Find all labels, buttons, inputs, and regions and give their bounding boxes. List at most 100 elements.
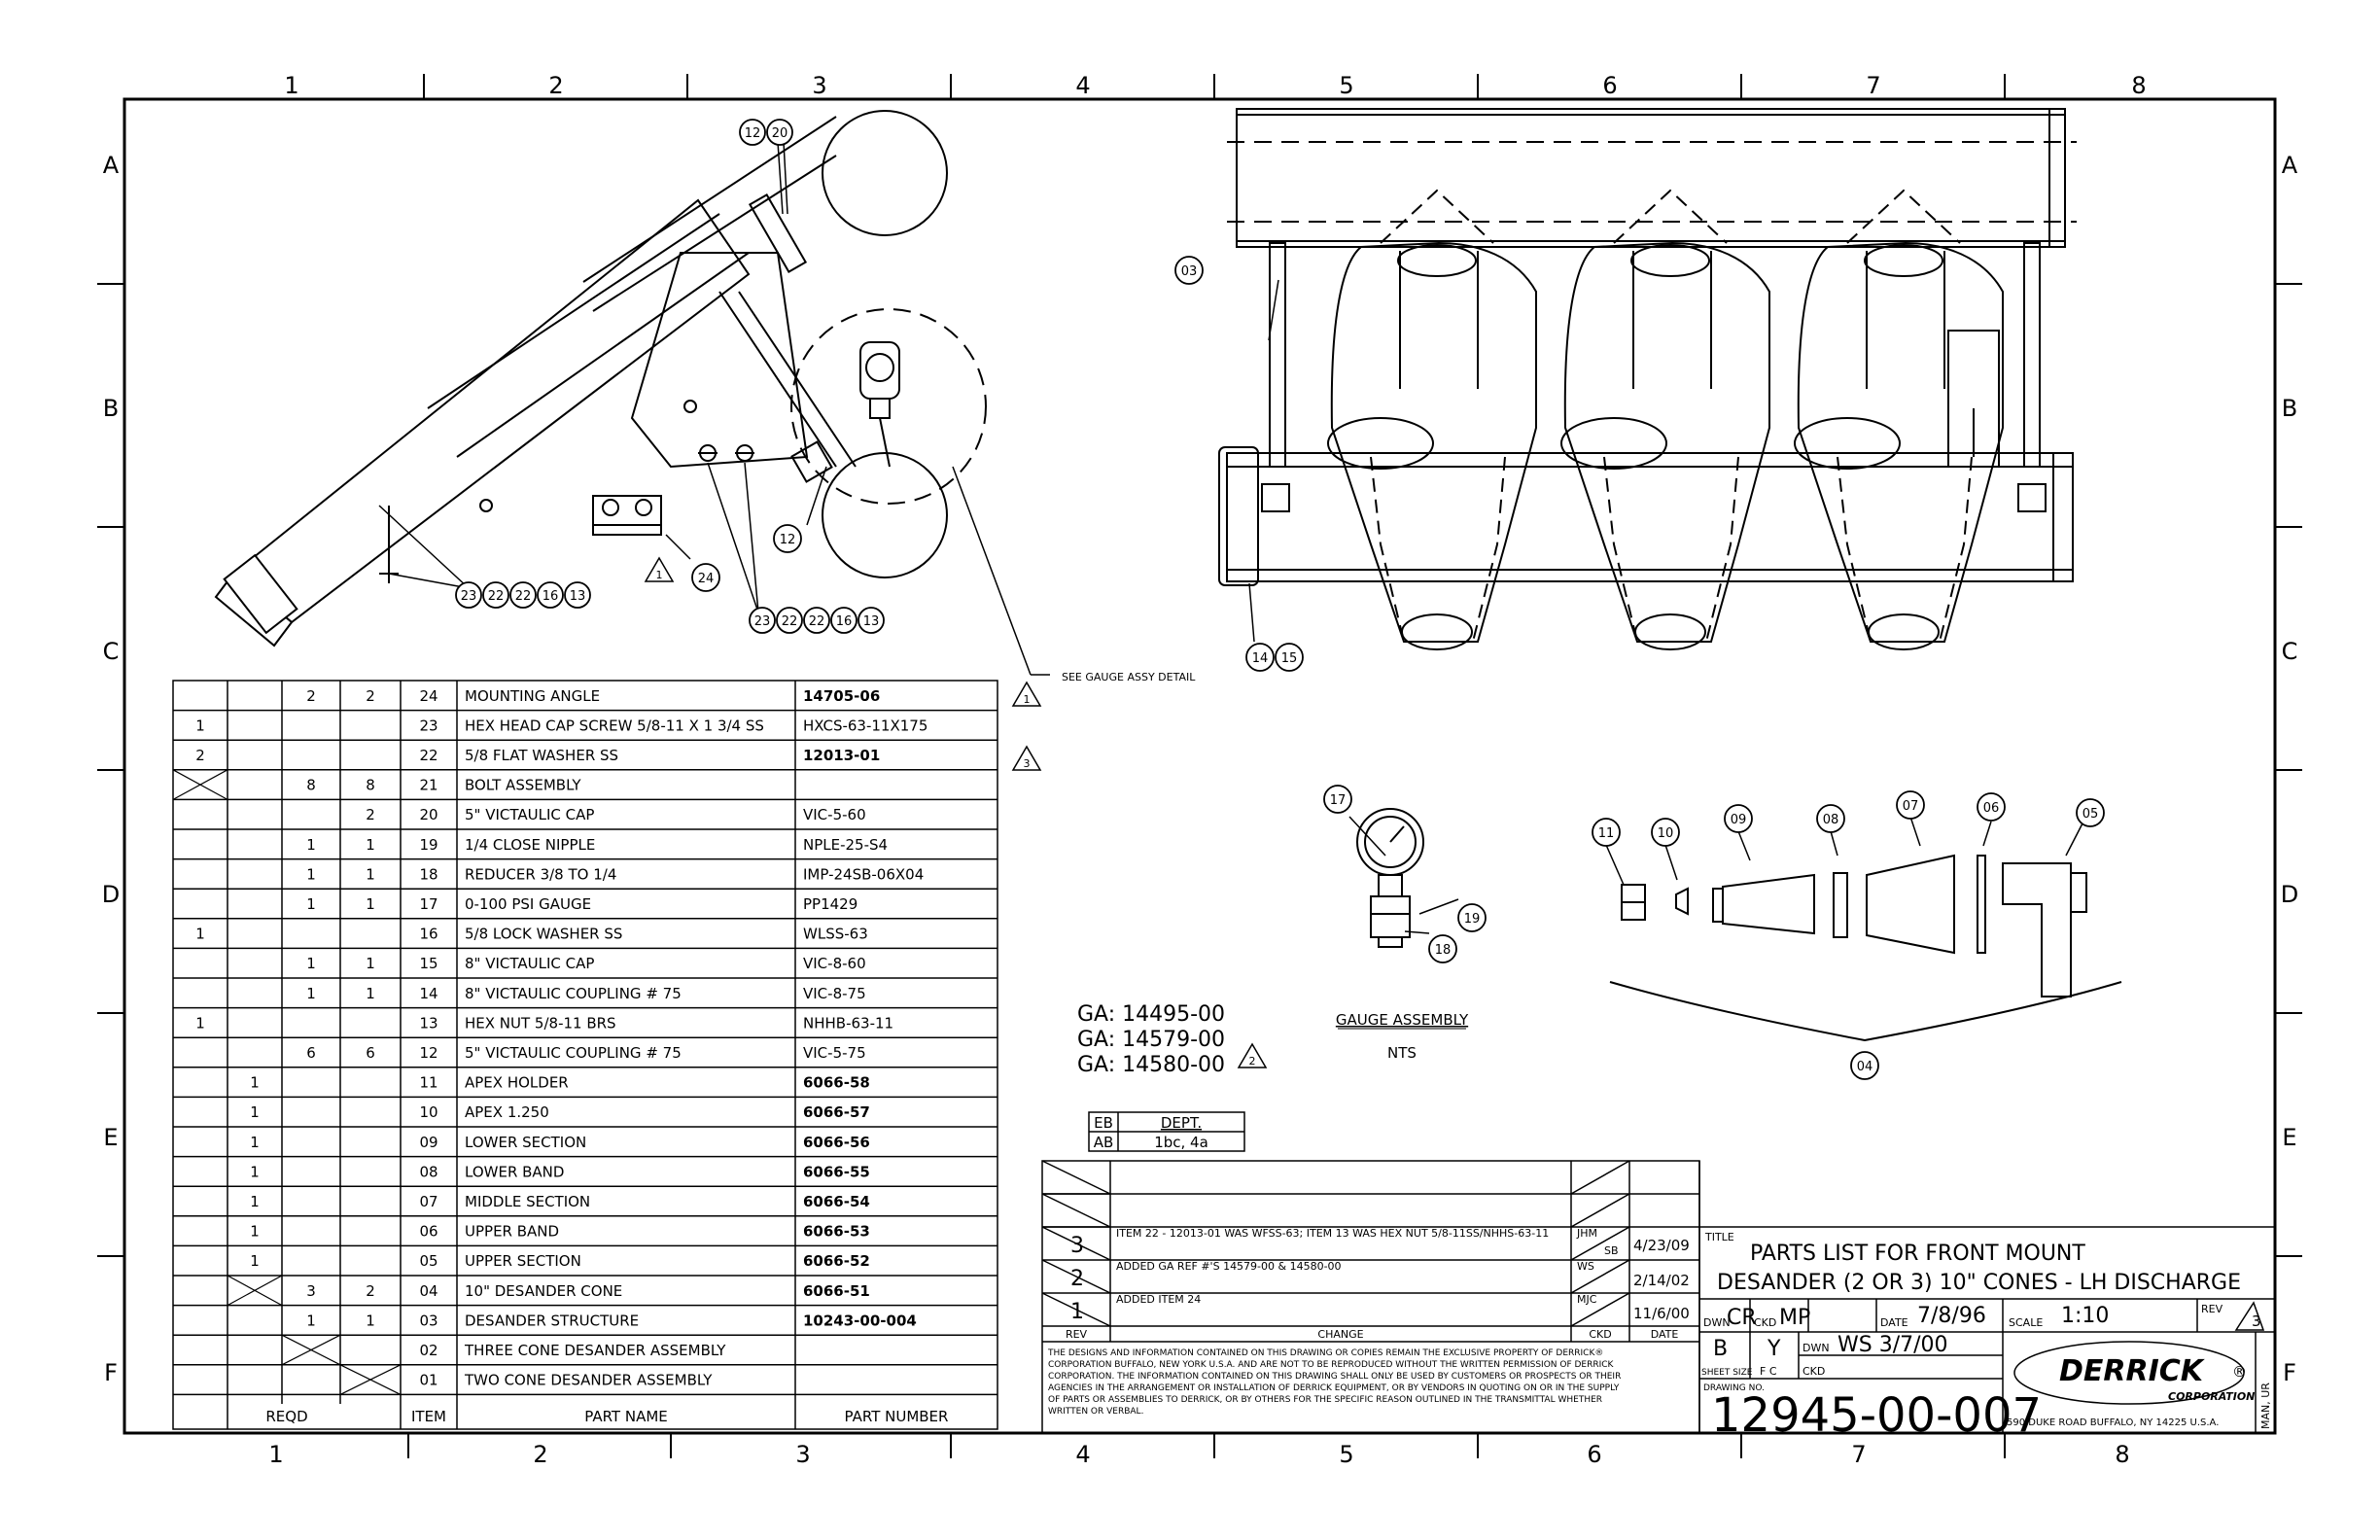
bom-item-number: 16 (419, 926, 438, 943)
balloon: 20 (766, 119, 793, 146)
item-balloons: 12 20 12 24 03 14 15 23 22 22 16 13 23 2… (455, 119, 2105, 1080)
col-label-bottom: 1 (268, 1441, 283, 1468)
sheet-size-label: SHEET SIZE (1701, 1368, 1753, 1378)
drawing-title-line-2: DESANDER (2 OR 3) 10" CONES - LH DISCHAR… (1717, 1271, 2241, 1295)
row-label-right: F (2283, 1359, 2296, 1386)
bom-item-number: 14 (419, 985, 438, 1002)
svg-text:13: 13 (570, 589, 586, 604)
col-label-bottom: 2 (533, 1441, 547, 1468)
balloon: 23 (455, 581, 482, 609)
svg-text:23: 23 (461, 589, 477, 604)
drawn-by-label: DWN (1703, 1316, 1731, 1329)
balloon: 05 (2076, 798, 2105, 827)
rev-change: ITEM 22 - 12013-01 WAS WFSS-63; ITEM 13 … (1116, 1227, 1549, 1240)
balloon: 22 (509, 581, 537, 609)
bom-qty: 1 (306, 836, 316, 854)
bom-part-number: VIC-5-60 (803, 806, 866, 823)
bom-part-number: 6066-58 (803, 1074, 870, 1092)
bom-qty: 1 (195, 926, 205, 943)
disclaimer-line: THE DESIGNS AND INFORMATION CONTAINED ON… (1047, 1348, 1603, 1358)
title-label: TITLE (1704, 1231, 1734, 1243)
checked-by: MP (1779, 1306, 1810, 1330)
svg-text:3: 3 (1024, 757, 1031, 770)
company-logo-reg: ® (2232, 1363, 2247, 1381)
rev-checked: WS (1577, 1260, 1594, 1273)
bom-qty: 2 (366, 1282, 375, 1300)
balloon: 16 (537, 581, 564, 609)
bom-qty: 1 (366, 865, 375, 883)
side-text: MAN, UR (2259, 1382, 2272, 1429)
bom-part-name: APEX HOLDER (465, 1074, 569, 1092)
date-label: DATE (1880, 1316, 1908, 1329)
col-label-top: 2 (548, 72, 563, 99)
dept-code-2: AB (1094, 1134, 1114, 1151)
rev-delta-1: 1 (1011, 681, 1042, 707)
svg-text:18: 18 (1435, 943, 1452, 958)
drawn-by-2-label: DWN (1802, 1342, 1830, 1354)
svg-text:12: 12 (745, 126, 761, 141)
rev-checked-2: SB (1604, 1244, 1619, 1257)
rev-date: 4/23/09 (1633, 1237, 1690, 1254)
bom-header-reqd: REQD (265, 1408, 307, 1425)
svg-text:2: 2 (1249, 1055, 1256, 1068)
bom-part-name: 8" VICTAULIC CAP (465, 955, 594, 972)
drawing-notes: SEE GAUGE ASSY DETAIL GA: 14495-00 GA: 1… (1062, 671, 1469, 1077)
bom-qty: 1 (250, 1252, 260, 1270)
gauge-assembly-label: GAUGE ASSEMBLY (1336, 1011, 1469, 1029)
svg-text:13: 13 (863, 614, 880, 629)
bom-item-number: 09 (419, 1134, 438, 1151)
dept-code-1: EB (1094, 1114, 1113, 1132)
bom-qty: 1 (366, 985, 375, 1002)
balloon: 14 (1245, 643, 1275, 672)
bom-item-number: 07 (419, 1193, 438, 1210)
balloon: 04 (1850, 1051, 1879, 1080)
bom-qty: 1 (250, 1103, 260, 1121)
bom-item-number: 03 (419, 1312, 438, 1329)
col-label-top: 7 (1866, 72, 1880, 99)
revision-label: REV (2201, 1303, 2223, 1315)
bom-part-name: 5/8 FLAT WASHER SS (465, 747, 618, 764)
scale-label: SCALE (2009, 1316, 2043, 1329)
bom-part-name: 10" DESANDER CONE (465, 1282, 622, 1300)
col-label-top: 8 (2131, 72, 2146, 99)
rev-number: 2 (1070, 1267, 1084, 1291)
bom-part-name: APEX 1.250 (465, 1103, 549, 1121)
bom-item-number: 10 (419, 1103, 438, 1121)
bom-qty: 1 (306, 895, 316, 913)
drawing-number: 12945-00-007 (1711, 1388, 2042, 1443)
checked-by-label: CKD (1754, 1316, 1776, 1329)
row-label-left: D (102, 881, 120, 908)
rev-header-change: CHANGE (1317, 1328, 1363, 1341)
bom-item-number: 12 (419, 1044, 438, 1062)
svg-text:23: 23 (754, 614, 771, 629)
col-label-top: 3 (812, 72, 826, 99)
disclaimer-line: WRITTEN OR VERBAL. (1048, 1407, 1143, 1417)
bom-part-name: MIDDLE SECTION (465, 1193, 590, 1210)
balloon: 22 (776, 607, 803, 634)
bom-part-number: 6066-56 (803, 1134, 870, 1151)
dept-value: 1bc, 4a (1154, 1134, 1208, 1151)
bom-part-number: HXCS-63-11X175 (803, 717, 928, 734)
bom-item-number: 24 (419, 687, 438, 705)
bom-qty: 1 (250, 1193, 260, 1210)
bom-part-number: 12013-01 (803, 747, 880, 764)
bom-qty: 3 (306, 1282, 316, 1300)
row-label-right: D (2281, 881, 2298, 908)
bom-qty: 1 (366, 836, 375, 854)
svg-text:09: 09 (1731, 813, 1747, 827)
bom-part-number: VIC-5-75 (803, 1044, 866, 1062)
drawing-number-label: DRAWING NO. (1703, 1383, 1765, 1393)
bom-qty: 1 (366, 955, 375, 972)
bom-part-name: TWO CONE DESANDER ASSEMBLY (464, 1372, 713, 1389)
bom-part-name: THREE CONE DESANDER ASSEMBLY (464, 1342, 726, 1359)
drawn-by-2: WS 3/7/00 (1838, 1333, 1948, 1357)
row-label-left: F (104, 1359, 118, 1386)
balloon: 23 (749, 607, 776, 634)
bom-qty: 1 (250, 1163, 260, 1180)
row-label-right: B (2282, 395, 2297, 422)
balloon: 11 (1592, 818, 1621, 847)
dept-box (1088, 1111, 1245, 1152)
bom-part-name: LOWER BAND (465, 1163, 564, 1180)
